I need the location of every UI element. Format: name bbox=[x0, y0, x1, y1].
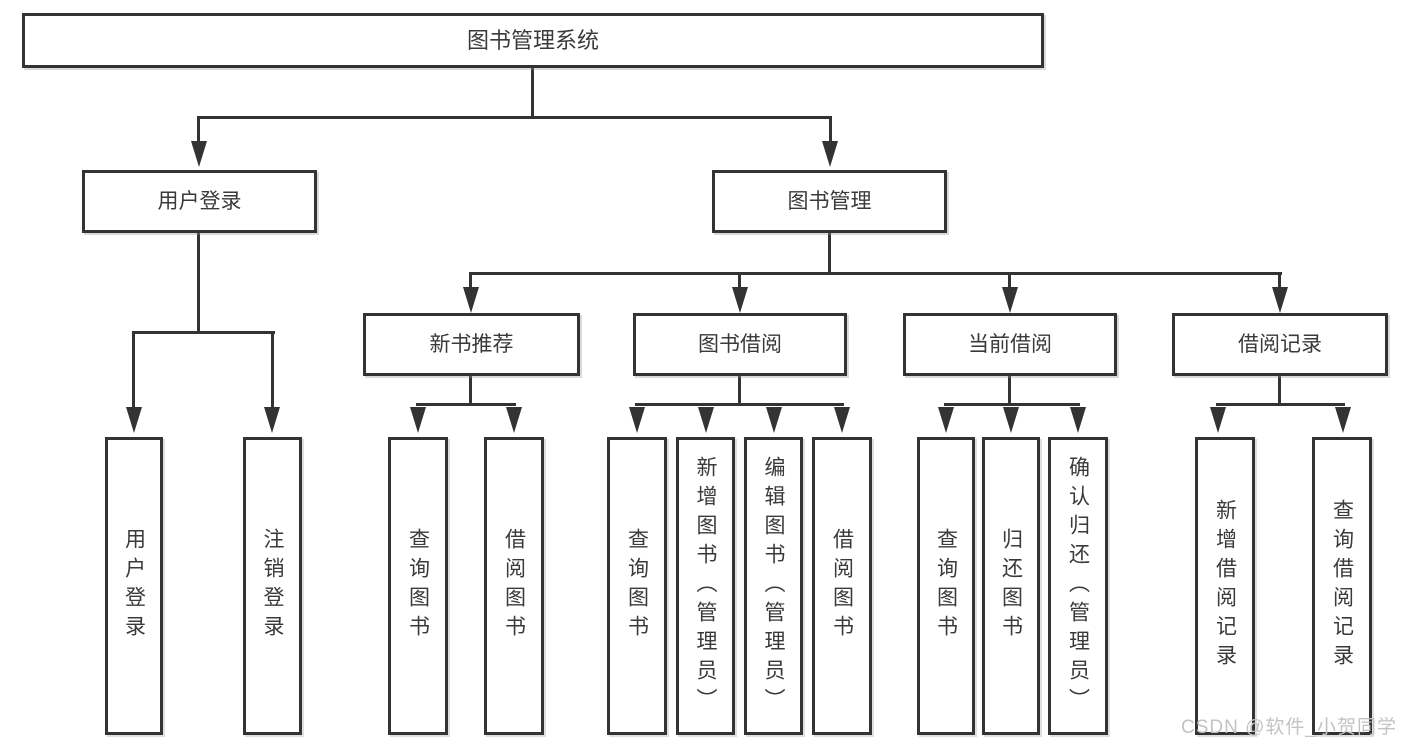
arrow-down-icon bbox=[698, 407, 714, 433]
node-borrow-records: 借阅记录 bbox=[1172, 313, 1388, 376]
connector-root-stem bbox=[531, 68, 534, 119]
leaf-query-books-recommend: 查询图书 bbox=[388, 437, 448, 735]
arrow-down-icon bbox=[463, 287, 479, 313]
connector-bookmgmt-stub-1 bbox=[469, 272, 472, 292]
leaf-borrow-books: 借阅图书 bbox=[812, 437, 872, 735]
node-label: 用户登录 bbox=[157, 190, 242, 213]
leaf-borrow-books-recommend: 借阅图书 bbox=[484, 437, 544, 735]
leaf-confirm-return-admin: 确认归还（管理员） bbox=[1048, 437, 1108, 735]
leaf-label: 借阅图书 bbox=[830, 528, 854, 644]
node-library-management-system: 图书管理系统 bbox=[22, 13, 1044, 68]
connector-bookmgmt-branch bbox=[469, 272, 1282, 275]
arrow-down-icon bbox=[264, 407, 280, 433]
leaf-label: 借阅图书 bbox=[502, 528, 526, 644]
connector-currentborrow-branch bbox=[944, 403, 1080, 406]
connector-bookborrow-branch bbox=[635, 403, 844, 406]
leaf-edit-books-admin: 编辑图书（管理员） bbox=[744, 437, 803, 735]
arrow-down-icon bbox=[191, 141, 207, 167]
connector-root-stub-right bbox=[829, 116, 832, 144]
connector-bookmgmt-stub-4 bbox=[1278, 272, 1281, 292]
connector-currentborrow-stem bbox=[1008, 376, 1011, 406]
node-label: 新书推荐 bbox=[429, 333, 514, 356]
arrow-down-icon bbox=[1002, 287, 1018, 313]
leaf-label: 查询图书 bbox=[406, 528, 430, 644]
node-label: 图书借阅 bbox=[698, 333, 782, 356]
leaf-logout: 注销登录 bbox=[243, 437, 302, 735]
leaf-label: 编辑图书（管理员） bbox=[762, 455, 785, 717]
connector-userlogin-stub-right bbox=[271, 331, 274, 410]
node-label: 图书管理 bbox=[787, 190, 872, 213]
leaf-add-books-admin: 新增图书（管理员） bbox=[676, 437, 735, 735]
node-new-book-recommend: 新书推荐 bbox=[363, 313, 580, 376]
leaf-query-books-current: 查询图书 bbox=[917, 437, 975, 735]
arrow-down-icon bbox=[1210, 407, 1226, 433]
arrow-down-icon bbox=[410, 407, 426, 433]
connector-bookmgmt-stem bbox=[828, 233, 831, 275]
leaf-label: 用户登录 bbox=[122, 528, 146, 644]
leaf-label: 确认归还（管理员） bbox=[1066, 455, 1090, 717]
connector-newbook-branch bbox=[416, 403, 516, 406]
node-current-borrow: 当前借阅 bbox=[903, 313, 1117, 376]
leaf-query-books-borrow: 查询图书 bbox=[607, 437, 667, 735]
leaf-return-books: 归还图书 bbox=[982, 437, 1040, 735]
arrow-down-icon bbox=[126, 407, 142, 433]
leaf-label: 新增图书（管理员） bbox=[694, 455, 717, 717]
connector-bookmgmt-stub-3 bbox=[1008, 272, 1011, 292]
node-user-login: 用户登录 bbox=[82, 170, 317, 233]
arrow-down-icon bbox=[506, 407, 522, 433]
arrow-down-icon bbox=[766, 407, 782, 433]
connector-root-stub-left bbox=[197, 116, 200, 144]
connector-bookmgmt-stub-2 bbox=[738, 272, 741, 292]
node-label: 图书管理系统 bbox=[466, 27, 599, 53]
connector-borrowrecords-stem bbox=[1278, 376, 1281, 406]
leaf-label: 注销登录 bbox=[261, 528, 284, 644]
arrow-down-icon bbox=[834, 407, 850, 433]
leaf-label: 查询借阅记录 bbox=[1330, 499, 1354, 673]
arrow-down-icon bbox=[1335, 407, 1351, 433]
leaf-label: 查询图书 bbox=[625, 528, 649, 644]
connector-newbook-stem bbox=[469, 376, 472, 406]
arrow-down-icon bbox=[822, 141, 838, 167]
connector-userlogin-stub-left bbox=[132, 331, 135, 410]
arrow-down-icon bbox=[629, 407, 645, 433]
connector-userlogin-stem bbox=[197, 233, 200, 334]
connector-root-branch bbox=[197, 116, 832, 119]
leaf-query-borrow-record: 查询借阅记录 bbox=[1312, 437, 1372, 735]
leaf-user-login: 用户登录 bbox=[105, 437, 163, 735]
node-book-management: 图书管理 bbox=[712, 170, 947, 233]
node-label: 借阅记录 bbox=[1238, 333, 1322, 356]
leaf-label: 新增借阅记录 bbox=[1213, 499, 1237, 673]
connector-userlogin-branch bbox=[132, 331, 275, 334]
arrow-down-icon bbox=[1003, 407, 1019, 433]
arrow-down-icon bbox=[732, 287, 748, 313]
connector-borrowrecords-branch bbox=[1216, 403, 1345, 406]
arrow-down-icon bbox=[1070, 407, 1086, 433]
leaf-label: 查询图书 bbox=[934, 528, 958, 644]
connector-bookborrow-stem bbox=[738, 376, 741, 406]
node-label: 当前借阅 bbox=[968, 333, 1052, 356]
leaf-label: 归还图书 bbox=[999, 528, 1023, 644]
watermark: CSDN @软件_小贺同学 bbox=[1181, 717, 1397, 738]
arrow-down-icon bbox=[1272, 287, 1288, 313]
node-book-borrow: 图书借阅 bbox=[633, 313, 847, 376]
arrow-down-icon bbox=[938, 407, 954, 433]
leaf-add-borrow-record: 新增借阅记录 bbox=[1195, 437, 1255, 735]
